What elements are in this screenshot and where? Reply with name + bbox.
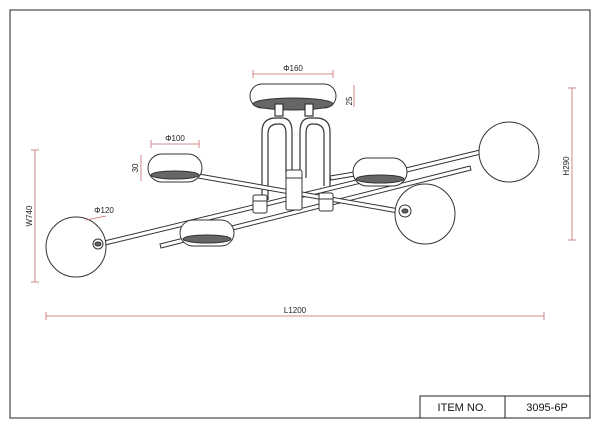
length-label: L1200 (284, 306, 307, 315)
globe-left (45, 216, 107, 278)
ceiling-canopy (249, 83, 337, 111)
height-label: H290 (562, 156, 571, 176)
height-dimension: H290 (562, 87, 576, 241)
canopy-diameter-dimension: Φ160 (252, 64, 334, 78)
cup-height-label: 30 (131, 163, 140, 172)
cup-upper-right (352, 157, 408, 187)
cup-upper-left (147, 153, 203, 183)
drawing-frame (9, 9, 591, 419)
canopy-diameter-label: Φ160 (283, 64, 303, 73)
item-number-value: 3095-6P (526, 402, 568, 414)
cup-diameter-label: Φ100 (165, 134, 185, 143)
cup-diameter-dimension: Φ100 (150, 134, 200, 148)
width-label: W740 (25, 205, 34, 226)
title-block: ITEM NO. 3095-6P (419, 395, 591, 419)
globe-right-lower (394, 183, 456, 245)
globe-diameter-dimension: Φ120 (85, 206, 114, 221)
width-dimension: W740 (25, 149, 39, 283)
item-number-label: ITEM NO. (438, 402, 487, 414)
canopy-height-label: 25 (345, 96, 354, 105)
center-sockets (252, 169, 334, 214)
globe-right-upper (478, 121, 540, 183)
cup-lower-left (179, 219, 235, 247)
canopy-height-dimension: 25 (345, 85, 355, 107)
length-dimension: L1200 (45, 306, 545, 320)
cup-height-dimension: 30 (131, 155, 142, 181)
stem-arches (261, 103, 331, 200)
globe-diameter-label: Φ120 (94, 206, 114, 215)
